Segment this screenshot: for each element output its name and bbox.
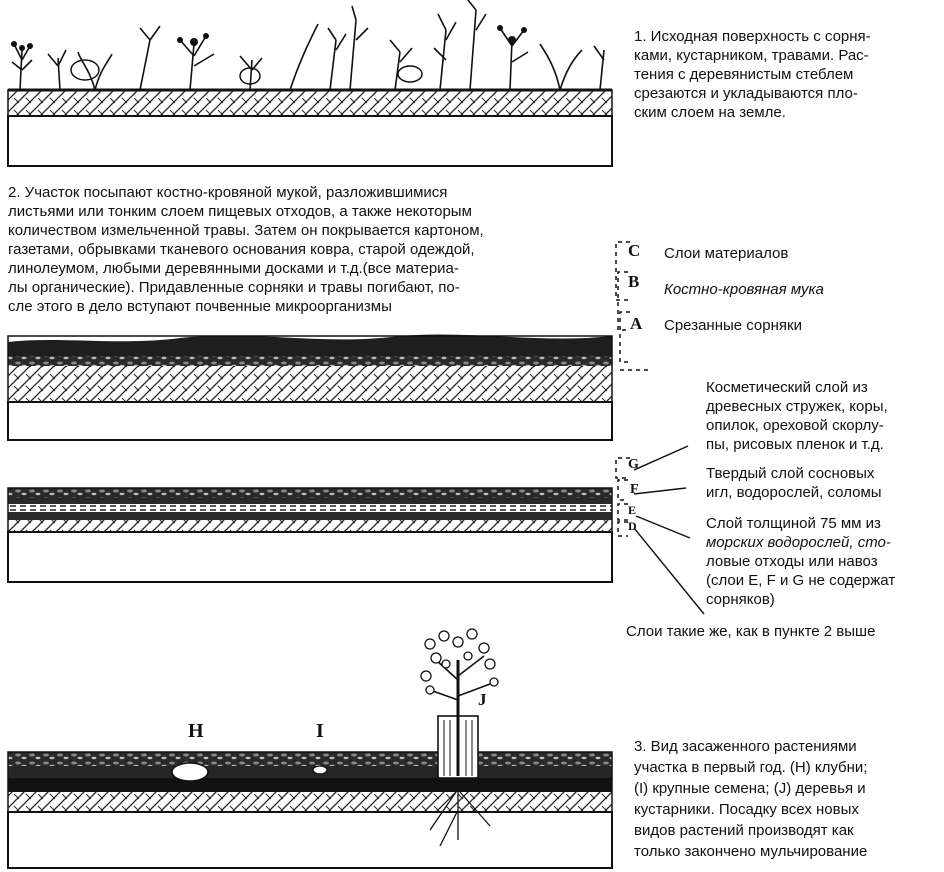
step3-line: 3. Вид засаженного растениями (634, 736, 867, 757)
step2-line: листьями или тонким слоем пищевых отходо… (8, 202, 484, 221)
step3-line: только закончено мульчирование (634, 841, 867, 862)
step3-line: (I) крупные семена; (J) деревья и (634, 778, 867, 799)
thick-line: ловые отходы или навоз (706, 552, 895, 571)
step3-caption: 3. Вид засаженного растениями участка в … (634, 736, 867, 862)
step2-line: сле этого в дело вступают почвенные микр… (8, 297, 484, 316)
step2-line: количеством измельченной травы. Затем он… (8, 221, 484, 240)
cosmetic-line: опилок, ореховой скорлу- (706, 416, 888, 435)
weeds-icon (12, 0, 604, 90)
step1-line: тения с деревянистым стеблем (634, 65, 871, 84)
layer-brackets (616, 242, 648, 370)
step3-line: участка в первый год. (H) клубни; (634, 757, 867, 778)
step2-line: линолеумом, любыми деревянными досками и… (8, 259, 484, 278)
step1-line: ками, кустарником, травами. Рас- (634, 46, 871, 65)
cosmetic-layer-text: Косметический слой из древесных стружек,… (706, 378, 888, 454)
layer-letter-c: C (628, 241, 640, 261)
pointer-lines (634, 446, 704, 614)
step1-line: ским слоем на земле. (634, 103, 871, 122)
step2-caption: 2. Участок посыпают костно-кровяной муко… (8, 183, 484, 316)
layer-letter-g: G (628, 457, 639, 473)
seed-icon (313, 766, 327, 774)
layer-label-b: Костно-кровяная мука (664, 280, 824, 299)
step2-line: лы органические). Придавленные сорняки и… (8, 278, 484, 297)
hard-layer-text: Твердый слой сосновых игл, водорослей, с… (706, 464, 882, 502)
layer-letter-a: A (630, 314, 642, 334)
hard-line: Твердый слой сосновых (706, 464, 882, 483)
cosmetic-line: Косметический слой из (706, 378, 888, 397)
layer-label-a: Срезанные сорняки (664, 316, 802, 335)
letter-h: H (188, 720, 204, 743)
step3-line: видов растений производят как (634, 820, 867, 841)
layer-letter-b: B (628, 272, 639, 292)
step1-caption: 1. Исходная поверхность с сорня- ками, к… (634, 27, 871, 122)
letter-j: J (478, 690, 487, 710)
block-1 (8, 0, 612, 166)
hard-line: игл, водорослей, соломы (706, 483, 882, 502)
step2-line: 2. Участок посыпают костно-кровяной муко… (8, 183, 484, 202)
letter-i: I (316, 720, 324, 743)
thick-layer-text: Слой толщиной 75 мм из морских водоросле… (706, 514, 895, 609)
layer-label-c: Слои материалов (664, 244, 788, 263)
step1-line: срезаются и укладываются пло- (634, 84, 871, 103)
step1-line: 1. Исходная поверхность с сорня- (634, 27, 871, 46)
layer-letter-e: E (628, 503, 636, 518)
tuber-icon (172, 763, 208, 781)
step3-line: кустарники. Посадку всех новых (634, 799, 867, 820)
layer-letter-f: F (630, 482, 639, 498)
thick-line: Слой толщиной 75 мм из (706, 514, 895, 533)
cosmetic-line: пы, рисовых пленок и т.д. (706, 435, 888, 454)
same-layers-text: Слои такие же, как в пункте 2 выше (626, 622, 875, 641)
thick-line: (слои E, F и G не содержат (706, 571, 895, 590)
thick-line ital: морских водорослей, сто- (706, 533, 895, 552)
step2-line: газетами, обрывками тканевого основания … (8, 240, 484, 259)
cosmetic-line: древесных стружек, коры, (706, 397, 888, 416)
layer-letter-d: D (628, 519, 637, 534)
thick-line: сорняков) (706, 590, 895, 609)
block-4 (8, 629, 612, 868)
block-3 (8, 446, 704, 614)
